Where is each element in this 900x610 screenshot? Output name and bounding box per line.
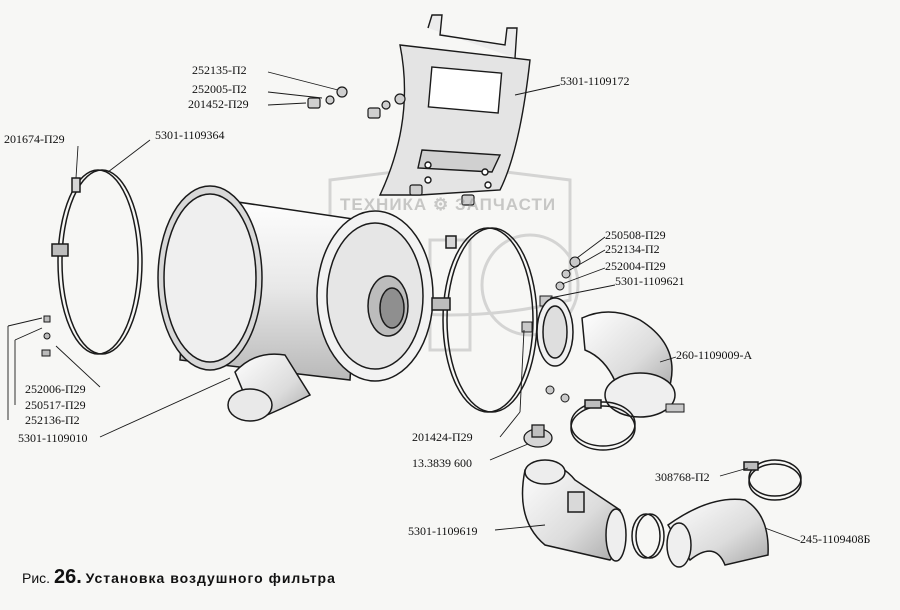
valve-13-3839-600 <box>523 424 553 448</box>
label-201674-P29: 201674-П29 <box>4 132 65 146</box>
gear-icon: ⚙ <box>432 195 450 214</box>
filter-housing-5301-1109010 <box>157 185 434 422</box>
label-5301-1109364: 5301-1109364 <box>155 128 225 142</box>
label-250508-P29: 250508-П29 <box>605 228 666 242</box>
watermark-left-word: ТЕХНИКА <box>340 195 428 214</box>
label-250517-P29: 250517-П29 <box>25 398 86 412</box>
label-245-1109408B: 245-1109408Б <box>800 532 871 546</box>
clamp-308768-P2-a <box>631 513 665 559</box>
label-201452-P29: 201452-П29 <box>188 97 249 111</box>
clamp-308768-P2-b <box>743 459 802 501</box>
label-252136-P2: 252136-П2 <box>25 413 80 427</box>
mid-bolts <box>545 385 685 413</box>
clamp-band-left <box>51 169 143 355</box>
label-252134-P2: 252134-П2 <box>605 242 660 256</box>
hose-245-1109408B <box>666 498 769 568</box>
label-252005-P2: 252005-П2 <box>192 82 247 96</box>
label-308768-P2: 308768-П2 <box>655 470 710 484</box>
label-5301-1109172: 5301-1109172 <box>560 74 630 88</box>
figure-caption: Рис. 26. Установка воздушного фильтра <box>22 566 336 589</box>
clamp-ring-mid <box>570 399 636 451</box>
label-201424-P29: 201424-П29 <box>412 430 473 444</box>
intake-pipe-5301-1109619 <box>521 459 627 562</box>
label-252004-P29: 252004-П29 <box>605 259 666 273</box>
watermark-right-word: ЗАПЧАСТИ <box>454 195 557 214</box>
watermark-text: ТЕХНИКА ⚙ ЗАПЧАСТИ <box>340 195 556 215</box>
small-fasteners-right <box>521 256 581 333</box>
label-252135-P2: 252135-П2 <box>192 63 247 77</box>
label-5301-1109621: 5301-1109621 <box>615 274 685 288</box>
clamp-band-right <box>431 227 538 413</box>
label-260-1109009-A: 260-1109009-А <box>676 348 753 362</box>
leader-lines <box>7 71 801 542</box>
caption-prefix: Рис. <box>22 570 51 586</box>
label-13-3839-600: 13.3839 600 <box>412 456 472 470</box>
elbow-260-1109009-A <box>536 297 676 418</box>
label-5301-1109010: 5301-1109010 <box>18 431 88 445</box>
label-252006-P29: 252006-П29 <box>25 382 86 396</box>
small-fasteners-left <box>41 315 51 357</box>
caption-title: Установка воздушного фильтра <box>85 570 336 586</box>
bracket-5301-1109172 <box>378 14 531 196</box>
bracket-bolts <box>307 86 475 206</box>
caption-number: 26. <box>53 566 82 588</box>
label-5301-1109619: 5301-1109619 <box>408 524 478 538</box>
